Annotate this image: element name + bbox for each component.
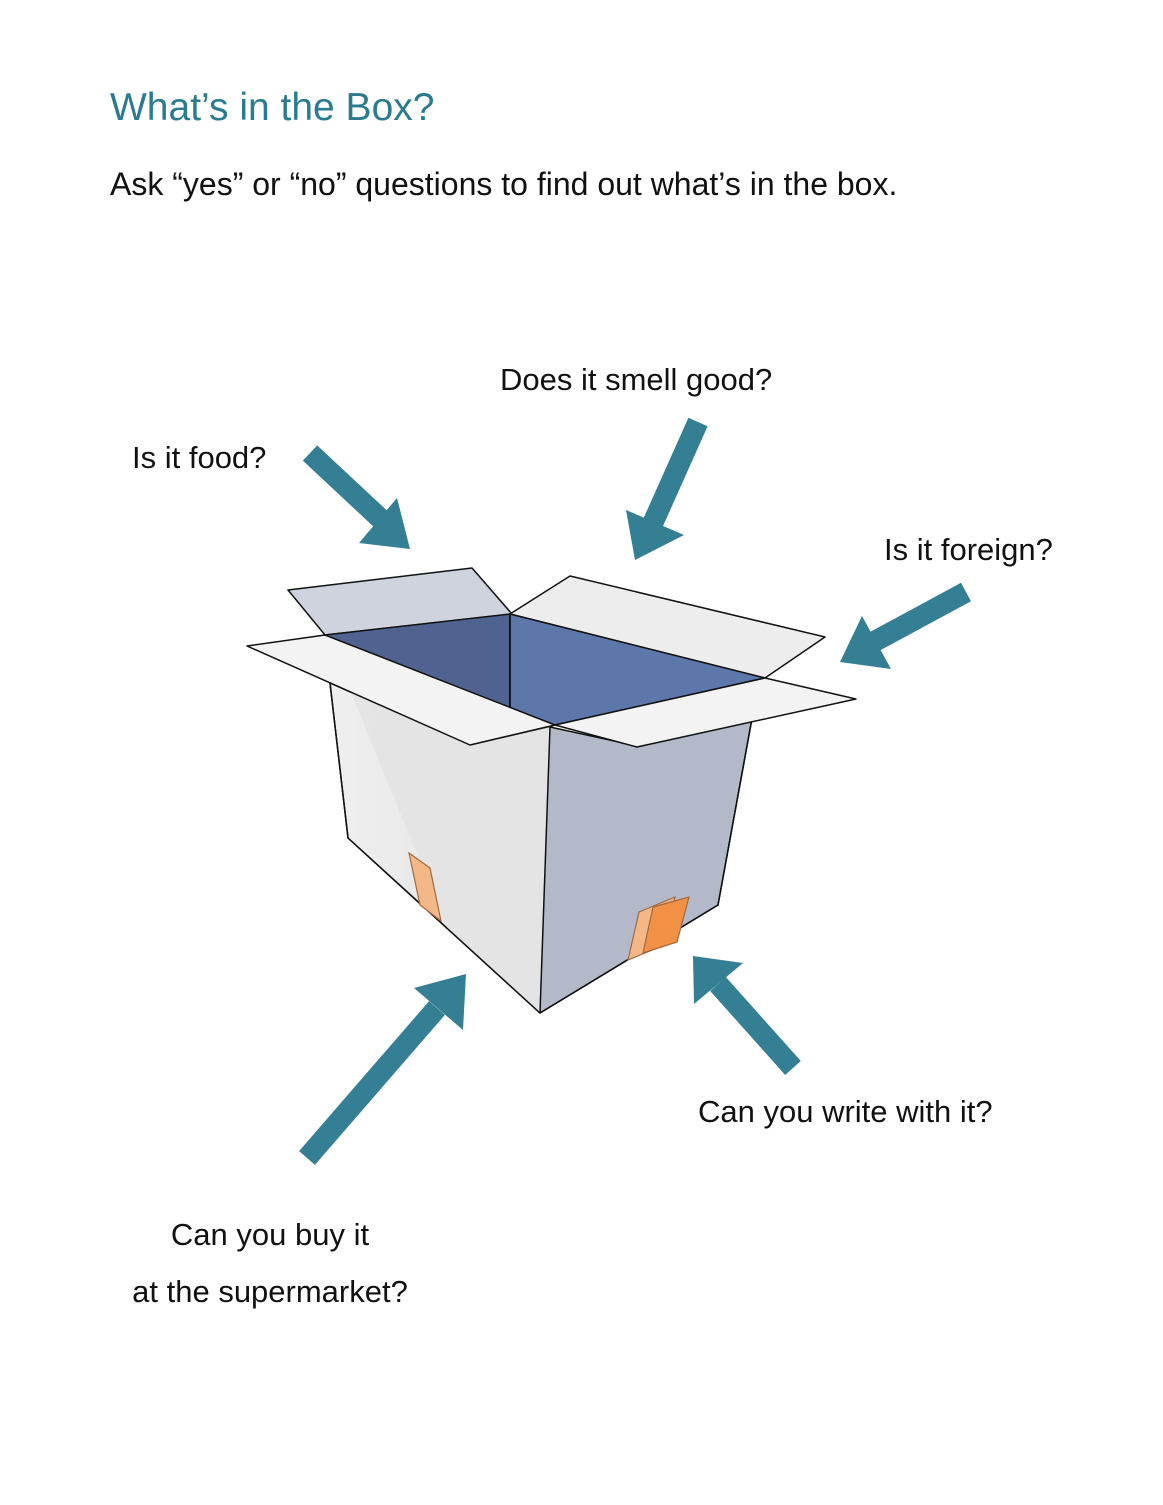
arrow-write — [693, 956, 801, 1075]
box-left-side-shade — [350, 690, 550, 1013]
question-food: Is it food? — [132, 440, 267, 475]
arrow-smell — [626, 417, 708, 560]
question-buy-line1: Can you buy it — [170, 1217, 370, 1252]
arrow-buy — [299, 974, 466, 1165]
arrow-foreign — [840, 582, 971, 669]
arrow-food — [302, 445, 410, 549]
question-smell: Does it smell good? — [500, 362, 773, 397]
question-buy-line2: at the supermarket? — [132, 1274, 408, 1309]
page-title: What’s in the Box? — [110, 86, 435, 129]
instructions: Ask “yes” or “no” questions to find out … — [110, 166, 898, 202]
box-left-label — [408, 851, 442, 923]
question-write: Can you write with it? — [698, 1094, 993, 1129]
question-foreign: Is it foreign? — [884, 532, 1053, 567]
box-right-label-front — [642, 896, 690, 954]
box-front-right-flap — [554, 677, 857, 748]
question-buy: Can you buy it at the supermarket? — [80, 1206, 460, 1320]
